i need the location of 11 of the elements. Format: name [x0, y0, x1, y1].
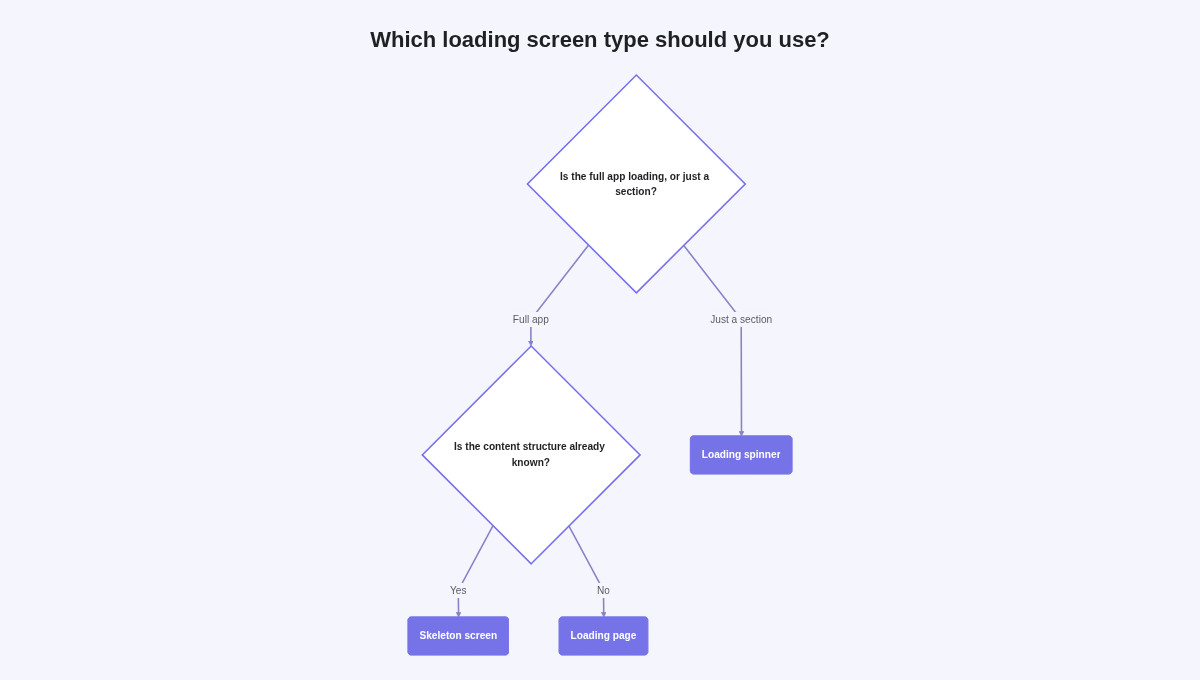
node-diamond: Is the full app loading, or just a section?: [526, 73, 747, 294]
arrow: [528, 244, 590, 347]
edge-label: No: [597, 584, 610, 596]
edge-label: Full app: [512, 313, 549, 325]
edge-label: Just a section: [710, 313, 773, 325]
arrow: [682, 244, 745, 437]
node-diamond: Is the content structure already known?: [421, 344, 642, 565]
diagram-title: Which loading screen type should you use?: [370, 27, 830, 52]
arrow: [568, 525, 607, 618]
edge-label: Yes: [450, 584, 467, 596]
arrow: [455, 525, 494, 618]
